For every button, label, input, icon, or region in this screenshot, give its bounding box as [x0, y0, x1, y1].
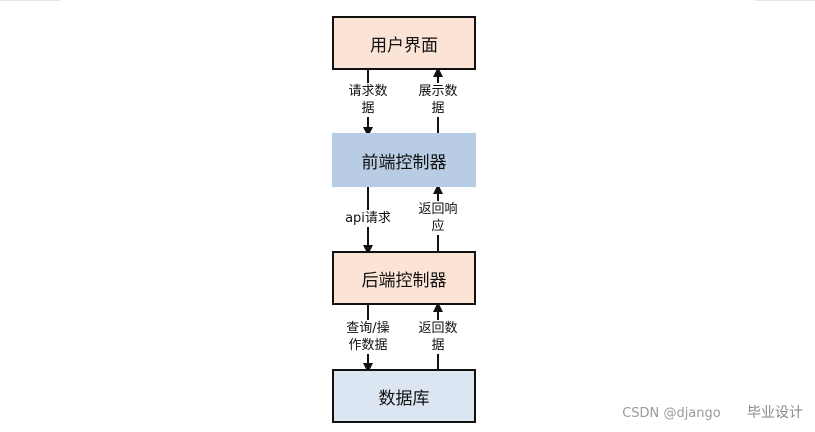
node-user-interface: 用户界面	[332, 16, 476, 70]
edge-label-return-data-line2: 据	[431, 338, 445, 353]
edge-label-request-data-line1: 请求数	[348, 84, 388, 99]
edge-label-query-op-line2: 作数据	[348, 338, 388, 353]
edge-label-return-response-line1: 返回响	[418, 202, 458, 217]
edge-label-api-request: api请求	[338, 210, 398, 227]
top-left-edge-mark	[0, 0, 60, 1]
edge-label-show-data-line1: 展示数	[418, 84, 458, 99]
node-database-label: 数据库	[378, 388, 430, 409]
node-frontend-controller-label: 前端控制器	[361, 152, 447, 173]
edge-label-show-data-line2: 据	[431, 101, 445, 116]
edge-label-query-op-line1: 查询/操	[346, 321, 390, 336]
watermark-site: CSDN	[622, 406, 660, 421]
watermark-title: 毕业设计	[747, 405, 803, 421]
watermark: CSDN @django 毕业设计	[622, 402, 803, 422]
node-frontend-controller: 前端控制器	[332, 133, 476, 187]
edge-label-return-response: 返回响 应	[411, 201, 465, 235]
watermark-user: @django	[663, 406, 721, 421]
edge-label-request-data-line2: 据	[361, 101, 375, 116]
top-right-edge-mark	[755, 0, 815, 1]
node-backend-controller-label: 后端控制器	[361, 270, 447, 291]
edge-label-api-request-line1: api请求	[345, 211, 391, 226]
node-backend-controller: 后端控制器	[332, 251, 476, 305]
edge-label-return-data: 返回数 据	[411, 320, 465, 354]
edge-label-show-data: 展示数 据	[411, 83, 465, 117]
node-user-interface-label: 用户界面	[370, 35, 438, 56]
edge-label-return-data-line1: 返回数	[418, 321, 458, 336]
edge-label-request-data: 请求数 据	[341, 83, 395, 117]
node-database: 数据库	[332, 369, 476, 423]
edge-label-return-response-line2: 应	[431, 219, 445, 234]
edge-label-query-op: 查询/操 作数据	[339, 320, 397, 354]
